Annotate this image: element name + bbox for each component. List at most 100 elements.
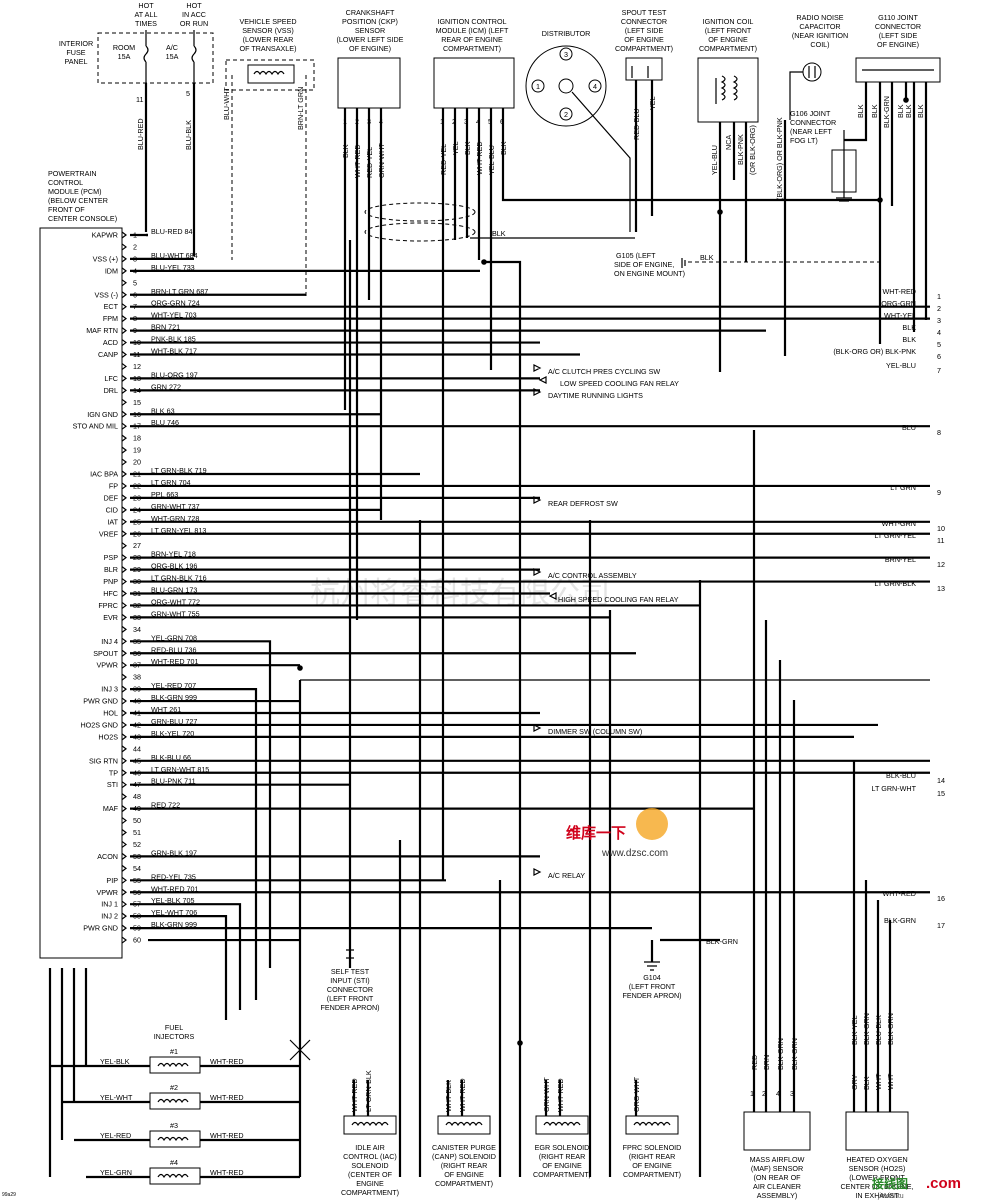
pin-function: INJ 2 xyxy=(101,912,118,921)
maf-wire-1: RED xyxy=(750,1055,759,1070)
g106-label-3: (NEAR LEFT xyxy=(790,127,833,136)
maf-pin-3: 3 xyxy=(790,1089,794,1098)
pin-wire-label: ORG-WHT 772 xyxy=(151,597,200,606)
pin-wire-label: BLU-GRN 173 xyxy=(151,586,197,595)
dist-term-3: 3 xyxy=(564,50,568,59)
pin-wire-label: BLK-YEL 720 xyxy=(151,729,194,738)
ckp-label-2: POSITION (CKP) xyxy=(342,17,398,26)
g110-label-2: CONNECTOR xyxy=(875,22,921,31)
pin-number: 52 xyxy=(133,840,141,849)
solenoid-wire-label: WHT-BLK xyxy=(444,1080,453,1112)
pin-number: 5 xyxy=(133,278,137,287)
maf-wire-2: BRN xyxy=(762,1055,771,1070)
solenoid-label: COMPARTMENT) xyxy=(533,1170,591,1179)
vss-wire-2: BRN-LT GRN xyxy=(296,87,305,130)
output-wire-label: LT GRN-WHT xyxy=(872,784,917,793)
vss-label-4: OF TRANSAXLE) xyxy=(240,44,297,53)
output-number: 7 xyxy=(937,366,941,375)
pin-number: 50 xyxy=(133,816,141,825)
solenoid-label: CANISTER PURGE xyxy=(432,1143,496,1152)
hot-at-all-times-1: HOT xyxy=(138,1,154,10)
spout-label-2: CONNECTOR xyxy=(621,17,667,26)
solenoid-label: CONTROL (IAC) xyxy=(343,1152,397,1161)
vss-wire-1: BLU-WHT xyxy=(222,87,231,120)
maf-label-5: ASSEMBLY) xyxy=(757,1191,798,1200)
solenoid-label: (RIGHT REAR xyxy=(539,1152,586,1161)
pin-function: VSS (+) xyxy=(93,254,118,263)
coil-wire-2: NCA xyxy=(724,135,733,150)
output-number: 8 xyxy=(937,428,941,437)
pcm-pin-38: 38 xyxy=(121,673,141,682)
dest-ac-control: A/C CONTROL ASSEMBLY xyxy=(548,571,637,580)
output-wire-label: YEL-BLU xyxy=(886,361,916,370)
spout-label-5: COMPARTMENT) xyxy=(615,44,673,53)
solenoid-label: (RIGHT REAR xyxy=(441,1161,488,1170)
solenoid-wire-label: GRN-WHT xyxy=(542,1077,551,1112)
pcm-pin-50: 50 xyxy=(121,816,141,825)
output-number: 17 xyxy=(937,921,945,930)
pin-function: IGN GND xyxy=(87,410,118,419)
corner-left-code: 99a29 xyxy=(2,1192,16,1198)
ho2s-wire-2: BLK-GRN xyxy=(862,1013,871,1045)
g105-label-2: SIDE OF ENGINE, xyxy=(614,260,674,269)
pcm-pin-2: 2 xyxy=(121,242,137,251)
pin-wire-label: RED-YEL 735 xyxy=(151,872,196,881)
corner-logo-url: .com xyxy=(926,1175,961,1192)
pin-function: PWR GND xyxy=(83,697,118,706)
hot-at-all-times-2: AT ALL xyxy=(135,10,158,19)
pin-number: 19 xyxy=(133,446,141,455)
pcm-label-6: CENTER CONSOLE) xyxy=(48,214,117,223)
output-9: 9LT GRN xyxy=(890,483,941,497)
pcm-pin-48: 48 xyxy=(121,792,141,801)
pcm-pin-52: 52 xyxy=(121,840,141,849)
maf-label-2: (MAF) SENSOR xyxy=(751,1164,803,1173)
pcm-label-5: FRONT OF xyxy=(48,205,85,214)
g110-wire-6: BLK xyxy=(916,104,925,118)
pin-wire-label: BLU 746 xyxy=(151,418,179,427)
coil-label-2: (LEFT FRONT xyxy=(705,26,752,35)
spout-label-4: OF ENGINE xyxy=(624,35,664,44)
pin-function: VPWR xyxy=(96,888,118,897)
ho2s-label-1: HEATED OXYGEN xyxy=(846,1155,907,1164)
spout-label-3: (LEFT SIDE xyxy=(625,26,664,35)
ckp-label-3: SENSOR xyxy=(355,26,385,35)
pin-function: STI xyxy=(107,780,118,789)
fuse-pin-5: 5 xyxy=(186,89,190,98)
pin-wire-label: BRN-YEL 718 xyxy=(151,550,196,559)
pin-wire-label: BRN 721 xyxy=(151,323,180,332)
pin-function: IDM xyxy=(105,266,118,275)
spout-wire-1: RED-BLU xyxy=(632,108,641,140)
pin-number: 38 xyxy=(133,673,141,682)
capacitor-icon xyxy=(802,62,822,82)
pin-wire-label: GRN-WHT 737 xyxy=(151,502,200,511)
spout-label-1: SPOUT TEST xyxy=(622,8,667,17)
pin-function: ACD xyxy=(103,338,118,347)
icm-label-1: IGNITION CONTROL xyxy=(437,17,506,26)
dest-dimmer-sw: DIMMER SW (COLUMN SW) xyxy=(548,727,642,736)
output-number: 16 xyxy=(937,894,945,903)
pin-function: FPM xyxy=(103,314,118,323)
dzsc-url: www.dzsc.com xyxy=(601,848,668,859)
